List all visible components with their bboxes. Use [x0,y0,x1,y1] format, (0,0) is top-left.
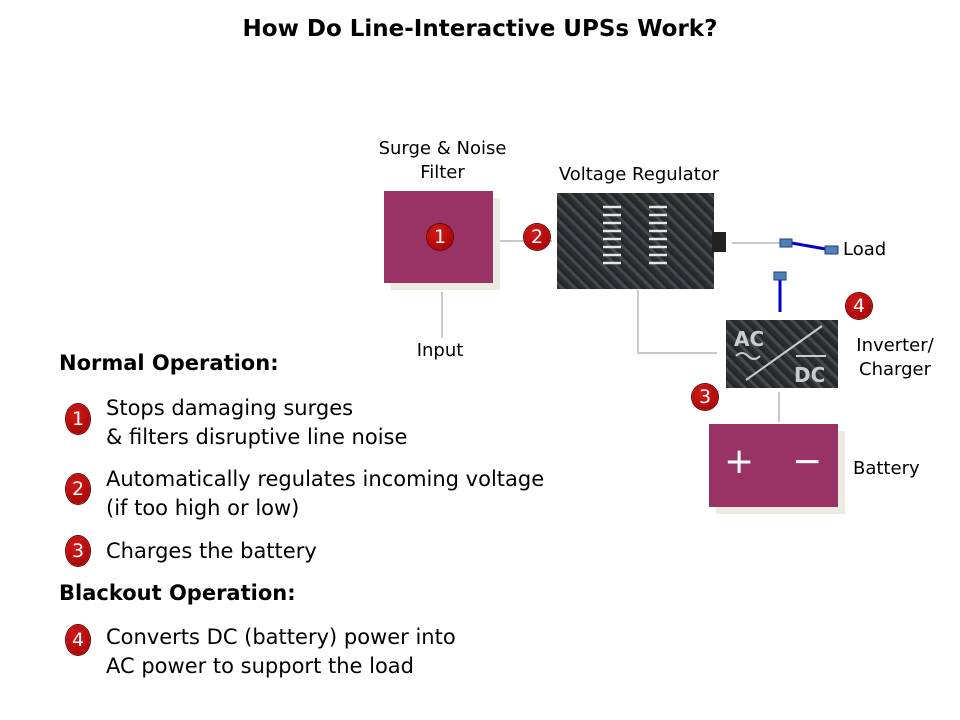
regulator-charger-wire-v [637,290,639,354]
switch-contact-inverter [773,271,787,281]
list-item-line: AC power to support the load [106,654,414,678]
regulator-load-wire [732,242,782,244]
battery-minus-icon: − [792,441,823,482]
badge-3: 3 [692,384,718,410]
ac-text: AC [734,327,764,351]
inverter-charger-block: AC DC [726,320,838,388]
normal-operation-heading: Normal Operation: [59,351,279,375]
input-label: Input [416,340,464,361]
list-badge-2: 2 [66,474,90,504]
load-label: Load [843,239,887,260]
list-item-line: & filters disruptive line noise [106,425,408,449]
list-item-line: Automatically regulates incoming voltage [106,467,545,491]
list-item: Converts DC (battery) power into AC powe… [106,623,456,681]
list-item-line: Converts DC (battery) power into [106,625,456,649]
list-badge-4: 4 [66,625,90,655]
charger-battery-wire [778,392,780,422]
blackout-operation-heading: Blackout Operation: [59,581,296,605]
regulator-terminal-right [712,232,726,252]
list-item-line: (if too high or low) [106,496,300,520]
switch-contact-load [824,245,839,255]
list-item-line: Charges the battery [106,539,317,563]
voltage-regulator-label: Voltage Regulator [558,164,720,185]
surge-filter-label: Surge & Noise Filter [378,138,507,183]
badge-2: 2 [524,224,550,250]
regulator-charger-wire-h [637,352,717,354]
input-wire [441,292,443,338]
dc-text: DC [794,363,825,387]
page-title: How Do Line-Interactive UPSs Work? [242,16,718,42]
voltage-regulator-block [557,193,714,289]
battery-box [709,424,838,507]
list-item: Automatically regulates incoming voltage… [106,465,544,523]
transfer-switch [773,238,839,312]
badge-1: 1 [427,224,453,250]
switch-arm [785,240,832,252]
list-item-line: Stops damaging surges [106,396,354,420]
battery-plus-icon: + [724,441,755,482]
list-badge-1: 1 [66,404,90,434]
ac-dc-icon: AC DC [734,325,826,387]
list-badge-3: 3 [66,536,90,566]
list-item: Stops damaging surges & filters disrupti… [106,394,407,452]
battery-label: Battery [853,458,920,479]
coil-icon [603,205,667,265]
badge-4: 4 [846,293,872,319]
inverter-charger-label: Inverter/ Charger [856,335,934,380]
switch-contact-1 [779,238,793,248]
list-item: Charges the battery [106,537,317,566]
